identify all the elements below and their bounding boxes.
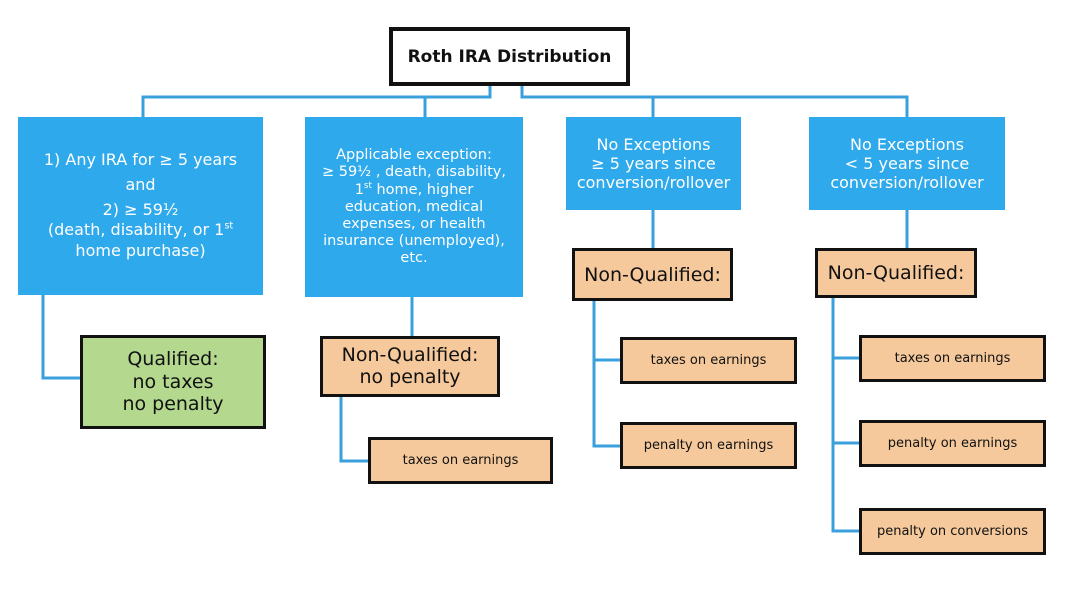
branch-2-condition: Applicable exception: ≥ 59½ , death, dis… xyxy=(305,117,523,297)
branch-4-consequence-1-label: taxes on earnings xyxy=(894,351,1011,366)
branch-4-consequence-2-label: penalty on earnings xyxy=(887,436,1018,451)
connector-root-branch-2 xyxy=(423,95,490,117)
connector-root-branch-3 xyxy=(520,86,655,117)
branch-2-result-subtitle: no penalty xyxy=(359,365,461,388)
branch-2-line-5: expenses, or health xyxy=(342,215,486,232)
branch-1-line-2: and xyxy=(125,174,156,194)
branch-4-consequence-1: taxes on earnings xyxy=(859,335,1046,382)
branch-2-line-1: Applicable exception: xyxy=(336,146,492,163)
branch-3-consequence-2: penalty on earnings xyxy=(620,422,797,469)
branch-1-result: Qualified: no taxes no penalty xyxy=(80,335,266,429)
branch-4-condition: No Exceptions < 5 years since conversion… xyxy=(809,117,1005,210)
branch-3-result: Non-Qualified: xyxy=(572,248,733,301)
branch-1-line-1: 1) Any IRA for ≥ 5 years xyxy=(43,150,238,169)
root-node: Roth IRA Distribution xyxy=(389,27,630,86)
branch-1-result-line-1: no taxes xyxy=(132,370,214,393)
connector-branch3-cons xyxy=(592,301,620,448)
connector-root-branch-4 xyxy=(653,95,909,117)
branch-2-line-2: ≥ 59½ , death, disability, xyxy=(321,163,507,180)
branch-3-line-3: conversion/rollover xyxy=(576,173,731,193)
branch-4-result-title: Non-Qualified: xyxy=(827,262,965,284)
branch-3-consequence-1: taxes on earnings xyxy=(620,337,797,384)
root-title: Roth IRA Distribution xyxy=(407,46,612,67)
branch-4-consequence-3: penalty on conversions xyxy=(859,508,1046,555)
branch-1-result-line-2: no penalty xyxy=(122,393,224,416)
branch-2-consequence-1-label: taxes on earnings xyxy=(402,453,519,468)
branch-4-consequence-2: penalty on earnings xyxy=(859,420,1046,467)
branch-2-consequence-1: taxes on earnings xyxy=(368,437,553,484)
branch-1-line-4: (death, disability, or 1st xyxy=(47,220,234,240)
branch-2-result: Non-Qualified: no penalty xyxy=(320,336,500,397)
branch-3-line-1: No Exceptions xyxy=(596,134,711,154)
branch-1-result-title: Qualified: xyxy=(127,347,219,370)
connector-root-branch-1 xyxy=(141,86,492,117)
branch-2-line-4: education, medical xyxy=(344,198,484,215)
branch-1-line-5: home purchase) xyxy=(75,241,206,261)
connector-branch2-cons1 xyxy=(339,397,368,463)
branch-4-consequence-3-label: penalty on conversions xyxy=(876,524,1029,539)
branch-4-line-2: < 5 years since xyxy=(844,153,970,173)
branch-2-line-3: 1st home, higher xyxy=(354,180,474,198)
branch-1-line-3: 2) ≥ 59½ xyxy=(102,199,179,219)
branch-3-line-2: ≥ 5 years since xyxy=(591,153,716,173)
branch-4-result: Non-Qualified: xyxy=(815,248,977,298)
branch-4-line-3: conversion/rollover xyxy=(830,173,984,193)
branch-3-result-title: Non-Qualified: xyxy=(584,263,721,286)
connector-branch4-cons xyxy=(831,298,859,533)
branch-4-line-1: No Exceptions xyxy=(850,134,964,154)
branch-2-result-title: Non-Qualified: xyxy=(341,343,479,366)
connector-branch1-result xyxy=(41,295,80,380)
branch-1-condition: 1) Any IRA for ≥ 5 years and 2) ≥ 59½ (d… xyxy=(18,117,263,295)
branch-2-line-6: insurance (unemployed), xyxy=(323,233,505,250)
branch-3-condition: No Exceptions ≥ 5 years since conversion… xyxy=(566,117,741,210)
branch-3-consequence-1-label: taxes on earnings xyxy=(650,353,767,368)
branch-3-consequence-2-label: penalty on earnings xyxy=(643,438,774,453)
branch-2-line-7: etc. xyxy=(400,250,428,267)
